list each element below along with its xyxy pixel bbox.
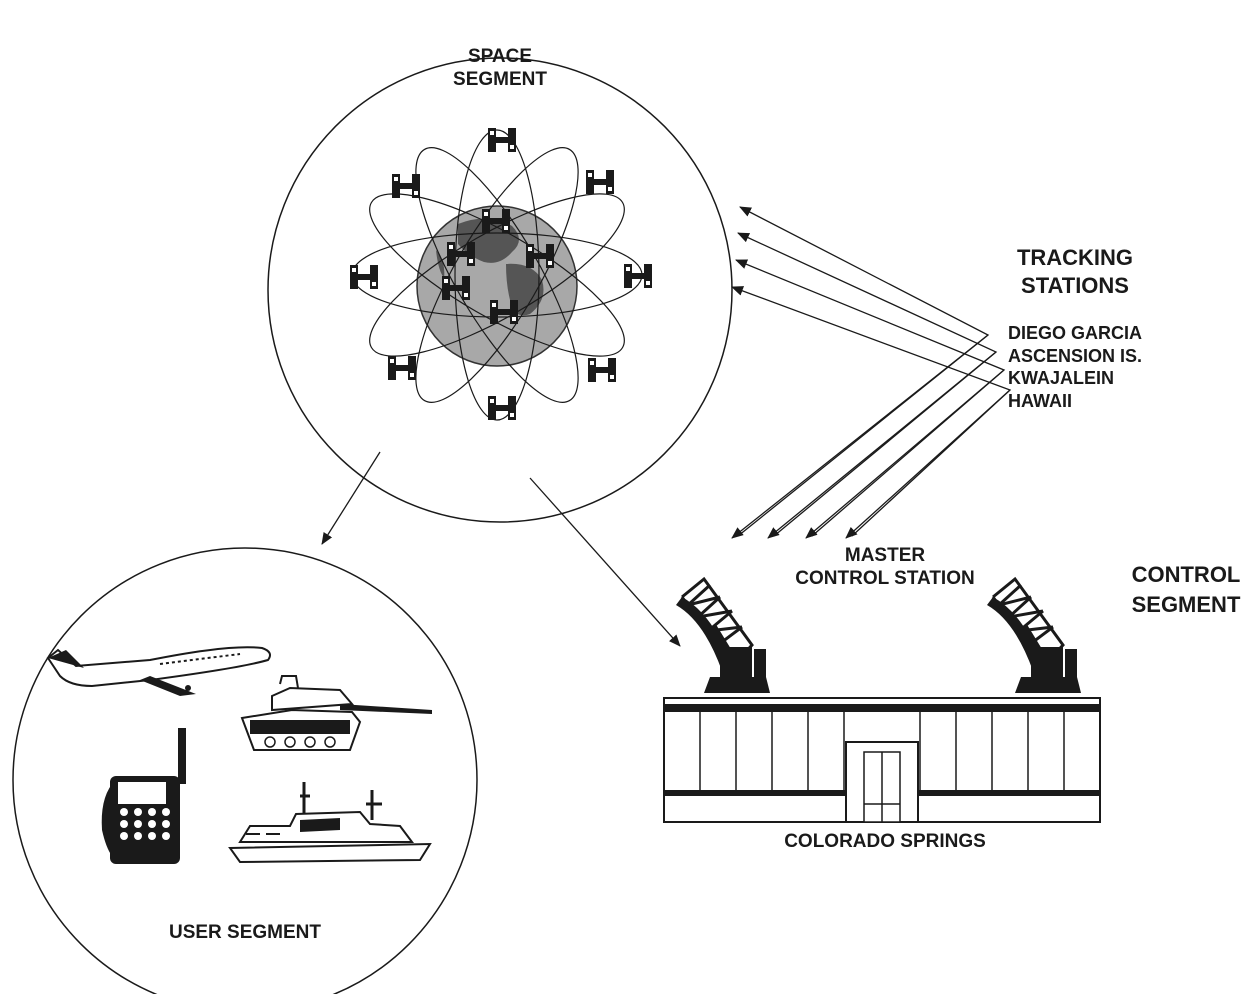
right-satellite-dish-icon — [987, 579, 1081, 693]
tracking-station-item: HAWAII — [1008, 390, 1073, 411]
tracking-station-item: ASCENSION IS. — [1008, 345, 1143, 366]
user-segment-circle — [12, 547, 478, 994]
tracking-uplink-arrow — [737, 206, 990, 537]
master-control-label: MASTER CONTROL STATION — [780, 545, 990, 591]
space-segment — [267, 57, 733, 523]
tracking-stations-title: TRACKING STATIONS — [1005, 244, 1145, 299]
master-control-label-line1: MASTER — [844, 545, 926, 566]
tracking-title-line2: STATIONS — [1021, 272, 1129, 298]
tracking-title-line1: TRACKING — [1016, 245, 1134, 270]
user-segment-label: USER SEGMENT — [168, 922, 322, 943]
location-label: COLORADO SPRINGS — [784, 831, 986, 852]
master-control-label-line2: CONTROL STATION — [795, 567, 975, 589]
airplane-icon — [46, 646, 271, 696]
signal-arrows — [321, 206, 1012, 647]
tracking-station-item: KWAJALEIN — [1008, 368, 1115, 388]
left-satellite-dish-icon — [676, 579, 770, 693]
space-to-user-arrow — [321, 451, 381, 545]
tracking-station-item: DIEGO GARCIA — [1008, 323, 1143, 343]
control-segment-label: CONTROL SEGMENT — [1118, 560, 1254, 619]
tracking-uplink-arrow — [735, 259, 1006, 537]
user-segment — [12, 547, 478, 994]
space-to-control-arrow — [529, 477, 681, 647]
ship-icon — [228, 782, 432, 864]
tracking-uplink-arrow — [737, 232, 998, 537]
space-segment-label: SPACE SEGMENT — [440, 46, 560, 92]
earth-globe — [416, 205, 578, 367]
control-segment-label-line1: CONTROL — [1131, 562, 1241, 587]
control-building — [663, 697, 1101, 823]
handheld-receiver-icon — [101, 728, 186, 864]
tracking-station-list: DIEGO GARCIA ASCENSION IS. KWAJALEIN HAW… — [1008, 322, 1142, 412]
tank-icon — [240, 675, 432, 751]
control-segment-label-line2: SEGMENT — [1131, 591, 1241, 617]
master-control-station — [663, 579, 1101, 823]
space-segment-label-line2: SEGMENT — [453, 68, 547, 90]
space-segment-label-line1: SPACE — [467, 46, 533, 67]
